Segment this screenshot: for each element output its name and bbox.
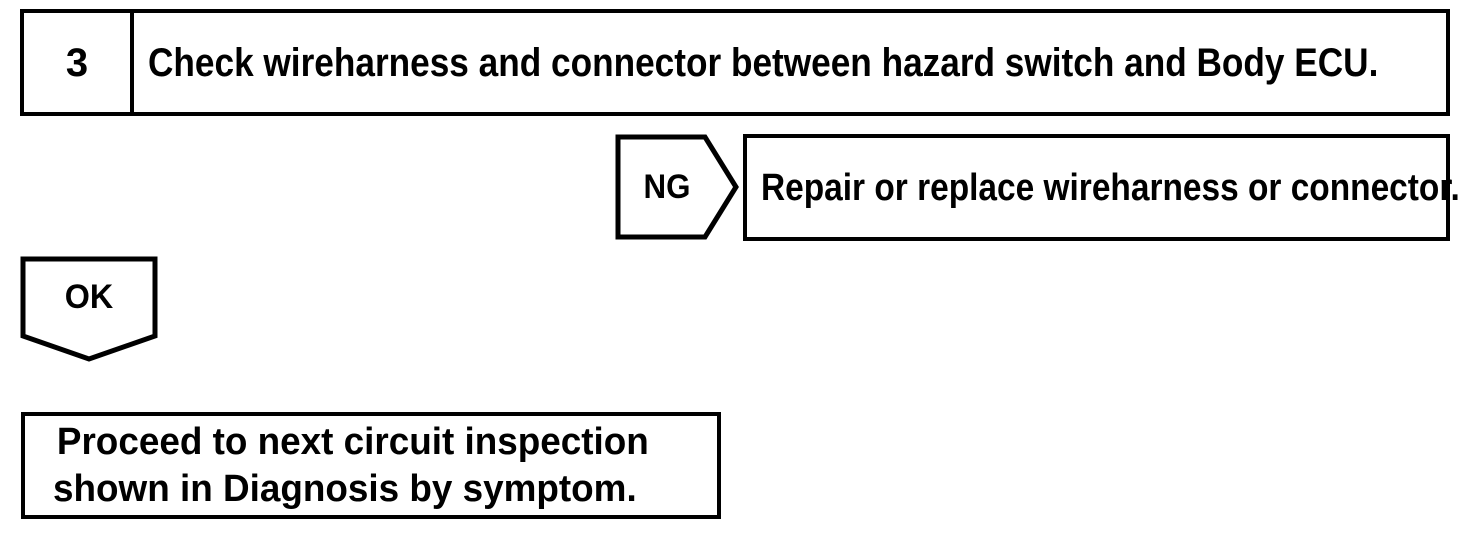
final-instruction-line-1: Proceed to next circuit inspection xyxy=(56,420,649,463)
step-row: 3 Check wireharness and connector betwee… xyxy=(20,9,1450,116)
final-instruction-box: Proceed to next circuit inspection shown… xyxy=(21,412,721,519)
ng-branch-label: NG xyxy=(643,168,691,206)
ng-arrow-shape xyxy=(615,134,739,240)
step-instruction-cell: Check wireharness and connector between … xyxy=(134,13,1472,112)
ng-result-box: Repair or replace wireharness or connect… xyxy=(743,134,1460,241)
step-number: 3 xyxy=(65,40,89,85)
step-instruction-text: Check wireharness and connector between … xyxy=(148,40,1379,85)
ng-result-text: Repair or replace wireharness or connect… xyxy=(761,166,1460,209)
step-number-cell: 3 xyxy=(24,13,134,112)
ok-arrow-shape xyxy=(20,256,158,362)
ok-branch-label: OK xyxy=(64,278,114,316)
final-instruction-line-2: shown in Diagnosis by symptom. xyxy=(53,467,637,510)
ok-branch-arrow: OK xyxy=(20,256,158,362)
ng-branch-arrow: NG xyxy=(615,134,739,240)
